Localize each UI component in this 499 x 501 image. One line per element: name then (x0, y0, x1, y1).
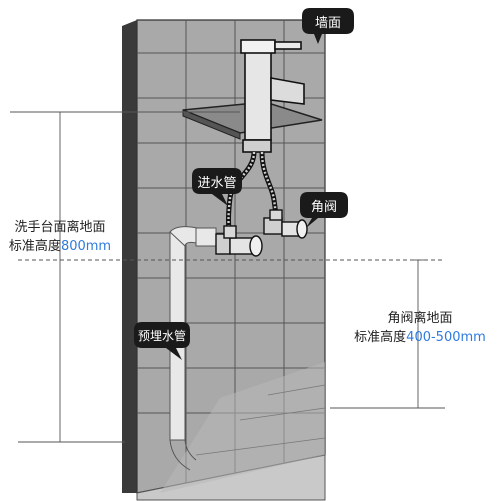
basin-height-prefix: 标准高度 (8, 239, 61, 254)
valve-height-line2: 标准高度400-500mm (346, 328, 494, 347)
label-inlet-pipe: 进水管 (197, 176, 236, 191)
basin-height-line1: 洗手台面离地面 (14, 220, 106, 235)
faucet-body (244, 51, 272, 141)
faucet-base-nut (242, 139, 272, 153)
valve-height-line1: 角阀离地面 (387, 311, 453, 326)
callout-wall: 墙面 (302, 8, 354, 44)
callout-angle-valve: 角阀 (300, 192, 348, 228)
faucet (240, 39, 305, 153)
floor-tile-lines (195, 384, 326, 456)
label-wall: 墙面 (315, 16, 341, 31)
floor-shadow (160, 362, 325, 493)
countertop-edge (182, 109, 241, 140)
basin-height-line2: 标准高度800mm (8, 237, 112, 256)
callout-buried-pipe: 预埋水管 (134, 322, 190, 360)
faucet-spout (270, 77, 305, 105)
dimension-lines (10, 111, 445, 443)
angle-valve-right (263, 209, 308, 239)
label-angle-valve: 角阀 (311, 200, 337, 215)
wall-side-edge (122, 20, 137, 493)
valve-height-prefix: 标准高度 (354, 330, 407, 345)
valve-height-annotation: 角阀离地面 标准高度400-500mm (346, 309, 494, 347)
faucet-handle (274, 41, 302, 50)
label-buried-pipe: 预埋水管 (138, 328, 186, 343)
angle-valve-left (215, 225, 263, 257)
basin-height-value: 800mm (60, 239, 112, 254)
basin-height-annotation: 洗手台面离地面 标准高度800mm (8, 218, 112, 256)
faucet-top-cap (240, 39, 276, 54)
callout-inlet-pipe: 进水管 (192, 168, 242, 206)
valve-height-value: 400-500mm (406, 330, 486, 345)
